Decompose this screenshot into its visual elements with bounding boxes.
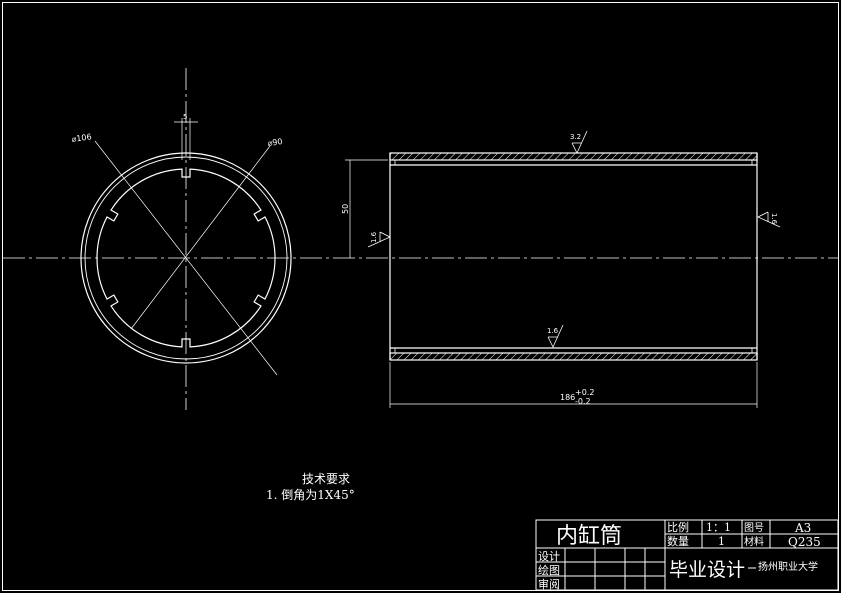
height-label: 50 [341,204,350,214]
bottom-wall-section [389,352,758,361]
roughness-symbol-bottom [547,324,564,348]
roughness-symbol-right [757,211,781,228]
outer-circle [80,152,292,364]
notes-heading: 技术要求 [302,472,350,486]
design-label: 设计 [538,550,560,563]
title-block [535,519,839,591]
inner-diameter-label: ⌀90 [267,137,283,148]
school-name: 扬州职业大学 [758,560,818,573]
sheet-size: A3 [794,521,811,535]
part-name: 内缸筒 [556,524,622,549]
title-block-frame [535,519,839,591]
notes-item-1: 1. 倒角为1X45° [266,488,355,502]
drawn-label: 绘图 [538,563,560,577]
scale-value: 1：1 [706,521,731,534]
roughness-left-label: 1.6 [370,231,378,243]
roughness-bottom-label: 1.6 [547,327,559,335]
outer-circle-chamfer [84,156,288,360]
top-wall-section [389,152,758,161]
end-view [3,68,838,410]
dia90-leader [130,145,271,330]
roughness-right-label: 1.6 [770,213,778,225]
roughness-symbol-left [367,231,391,248]
drawing-no-label: 图号 [744,522,764,534]
inner-circle-with-slots [96,168,276,348]
roughness-top-label: 3.2 [570,133,581,141]
qty-label: 数量 [667,535,689,548]
qty-value: 1 [718,535,725,548]
scale-label: 比例 [667,520,689,534]
roughness-symbol-top [571,130,588,154]
review-label: 审阅 [538,577,560,591]
length-tol-upper: +0.2 [575,388,594,397]
material-label: 材料 [744,535,764,548]
material-value: Q235 [788,535,821,549]
length-label: 186 [560,393,575,402]
project-name: 毕业设计 [669,559,745,581]
outer-diameter-label: ⌀106 [71,132,92,144]
length-tol-lower: -0.2 [575,397,591,406]
slot-width-label: 5 [183,113,187,121]
dia106-leader [94,140,278,376]
section-view [345,130,781,408]
